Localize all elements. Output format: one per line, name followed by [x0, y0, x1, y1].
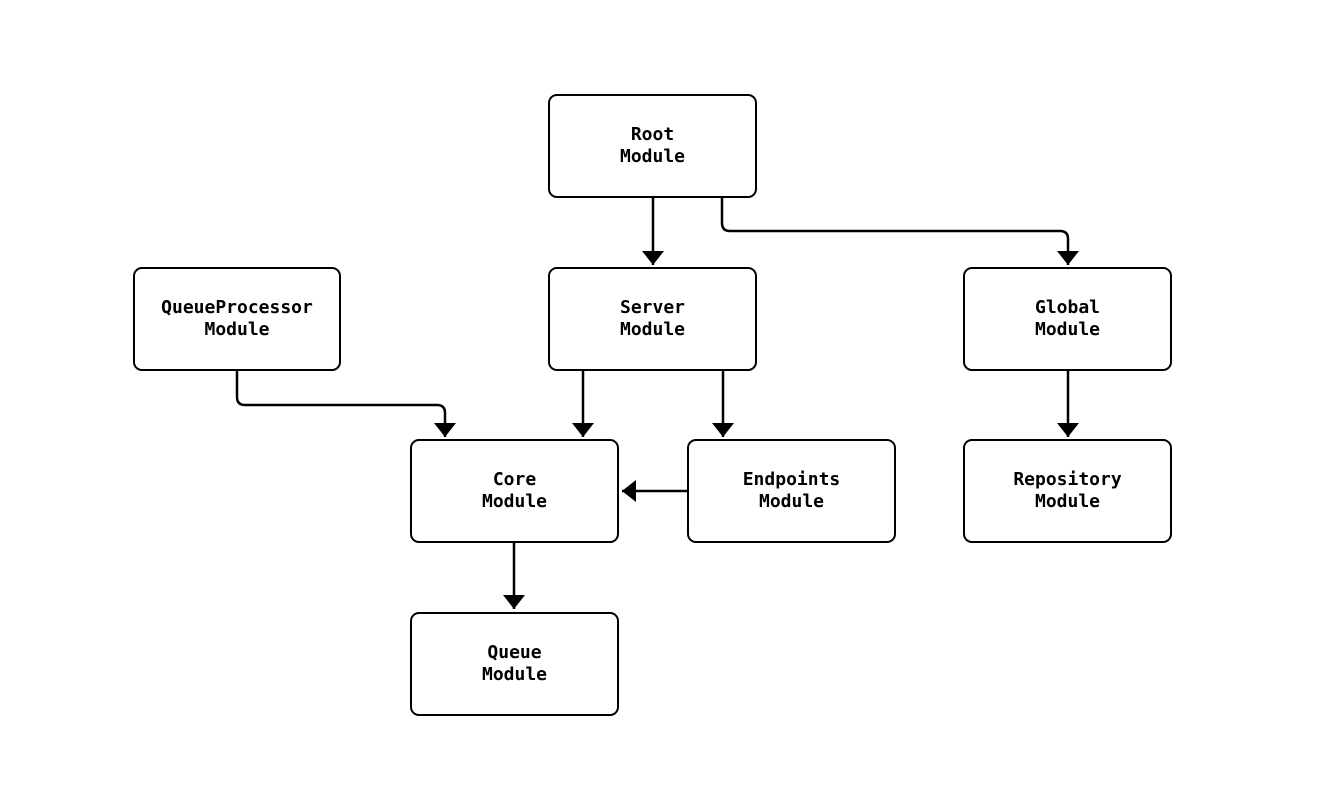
- node-label-line: Module: [481, 491, 548, 512]
- node-label-line: Global: [1034, 297, 1101, 318]
- node-label-line: Queue: [487, 642, 542, 663]
- edge-group: [235, 198, 1079, 609]
- node-label-line: Endpoints: [742, 469, 841, 490]
- node-label-line: QueueProcessor: [161, 297, 313, 318]
- node-label-line: Repository: [1013, 469, 1122, 490]
- node-label-line: Module: [1034, 491, 1101, 512]
- node-label-line: Module: [619, 146, 686, 167]
- node-label-line: Module: [619, 319, 686, 340]
- node-label-line: Root: [630, 124, 675, 145]
- edge-root-module-to-global-module: [720, 198, 1079, 265]
- node-label-line: Core: [492, 469, 537, 490]
- node-label-line: Server: [619, 297, 686, 318]
- edge-queueprocessor-module-to-core-module: [235, 371, 456, 437]
- node-label-line: Module: [481, 664, 548, 685]
- node-label-line: Module: [1034, 319, 1101, 340]
- node-label-line: Module: [758, 491, 825, 512]
- node-label-line: Module: [204, 319, 270, 340]
